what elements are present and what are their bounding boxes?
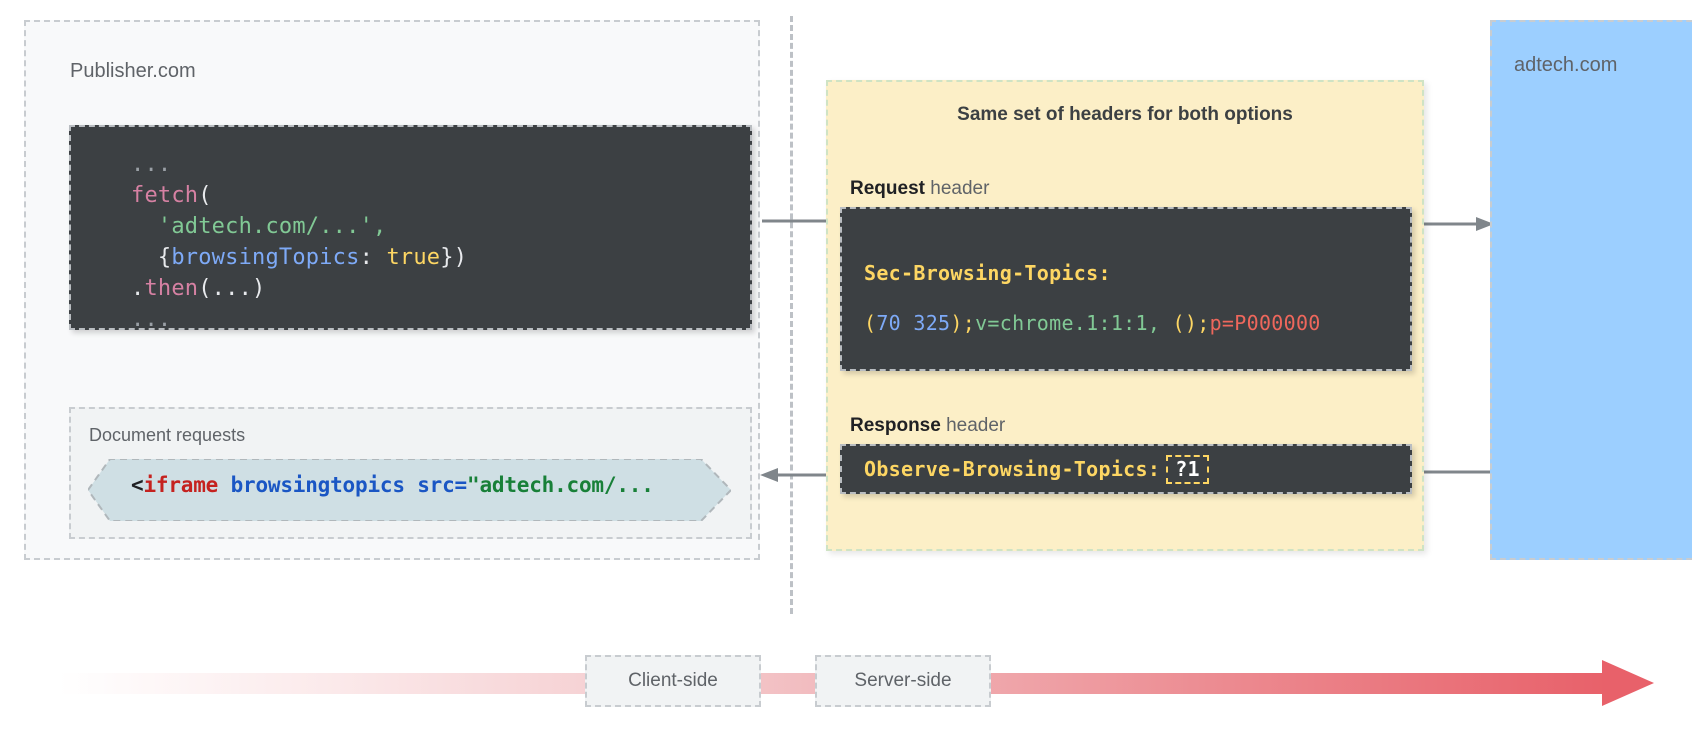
code-token: < — [131, 473, 144, 497]
code-token: }) — [440, 245, 468, 270]
adtech-label: adtech.com — [1514, 54, 1618, 76]
request-arrow-right — [1414, 216, 1494, 232]
headers-panel: Same set of headers for both options Req… — [826, 80, 1424, 551]
iframe-code-text: <iframe browsingtopics src="adtech.com/.… — [131, 473, 654, 497]
code-token: then — [144, 276, 199, 301]
code-token: "adtech.com/... — [467, 473, 654, 497]
code-token: adtech.com/... — [171, 214, 360, 239]
code-token: { — [131, 245, 172, 270]
response-header-name: Observe-Browsing-Topics: — [864, 457, 1161, 481]
code-token: ', — [359, 214, 387, 239]
server-side-chip: Server-side — [815, 655, 991, 707]
document-requests-label: Document requests — [89, 425, 246, 445]
server-side-label: Server-side — [854, 670, 952, 691]
code-line: ... — [71, 149, 750, 180]
code-token: ' — [131, 214, 172, 239]
code-line: .then(...) — [71, 273, 750, 304]
code-token: () — [1172, 311, 1198, 335]
request-header-caption: Request header — [850, 178, 989, 200]
code-token: ... — [131, 152, 172, 177]
code-token: ... — [131, 307, 172, 332]
response-header-line: Observe-Browsing-Topics:?1 — [842, 454, 1209, 484]
request-header-value: (70 325);v=chrome.1:1:1, ();p=P000000 — [842, 285, 1410, 335]
code-line: 'adtech.com/...', — [71, 211, 750, 242]
code-token: true — [386, 245, 441, 270]
code-token: browsingtopics src= — [218, 473, 468, 497]
code-token: v=chrome.1:1:1, — [975, 311, 1173, 335]
code-token: . — [131, 276, 145, 301]
client-side-chip: Client-side — [585, 655, 761, 707]
code-token: ) — [950, 311, 963, 335]
request-caption-rest: header — [924, 178, 990, 199]
request-header-name: Sec-Browsing-Topics: — [864, 261, 1111, 285]
request-caption-bold: Request — [850, 178, 925, 199]
adtech-panel: adtech.com — [1490, 20, 1692, 560]
code-token: ; — [1197, 311, 1210, 335]
response-arrow-right — [1414, 467, 1494, 477]
code-token: ; — [962, 311, 976, 335]
response-caption-bold: Response — [850, 415, 941, 436]
code-line: ... — [71, 304, 750, 335]
code-token: fetch — [131, 183, 199, 208]
request-header-code-block: Sec-Browsing-Topics: (70 325);v=chrome.1… — [840, 207, 1412, 371]
request-arrow-left — [762, 216, 830, 226]
code-token: (...) — [198, 276, 266, 301]
iframe-chevron-shape — [88, 459, 731, 521]
document-requests-panel: Document requests <iframe browsingtopics… — [69, 407, 752, 539]
headers-panel-title: Same set of headers for both options — [957, 104, 1293, 125]
publisher-panel: Publisher.com ... fetch( 'adtech.com/...… — [24, 20, 760, 560]
code-token: : — [359, 245, 387, 270]
code-line: fetch( — [71, 180, 750, 211]
response-caption-rest: header — [940, 415, 1006, 436]
code-token: ( — [864, 311, 877, 335]
response-header-caption: Response header — [850, 415, 1005, 437]
fetch-code-block: ... fetch( 'adtech.com/...', {browsingTo… — [69, 125, 752, 332]
client-side-label: Client-side — [628, 670, 718, 691]
code-token: iframe — [143, 473, 219, 497]
client-server-divider — [790, 16, 793, 614]
code-token: p=P000000 — [1209, 311, 1321, 335]
code-token: ( — [198, 183, 212, 208]
publisher-label: Publisher.com — [70, 60, 196, 82]
code-token: 70 325 — [876, 311, 951, 335]
response-header-code-block: Observe-Browsing-Topics:?1 — [840, 444, 1412, 494]
code-token: browsingTopics — [171, 245, 360, 270]
code-line: {browsingTopics: true}) — [71, 242, 750, 273]
response-arrow-left — [760, 467, 830, 483]
observe-value-highlight: ?1 — [1166, 454, 1209, 484]
